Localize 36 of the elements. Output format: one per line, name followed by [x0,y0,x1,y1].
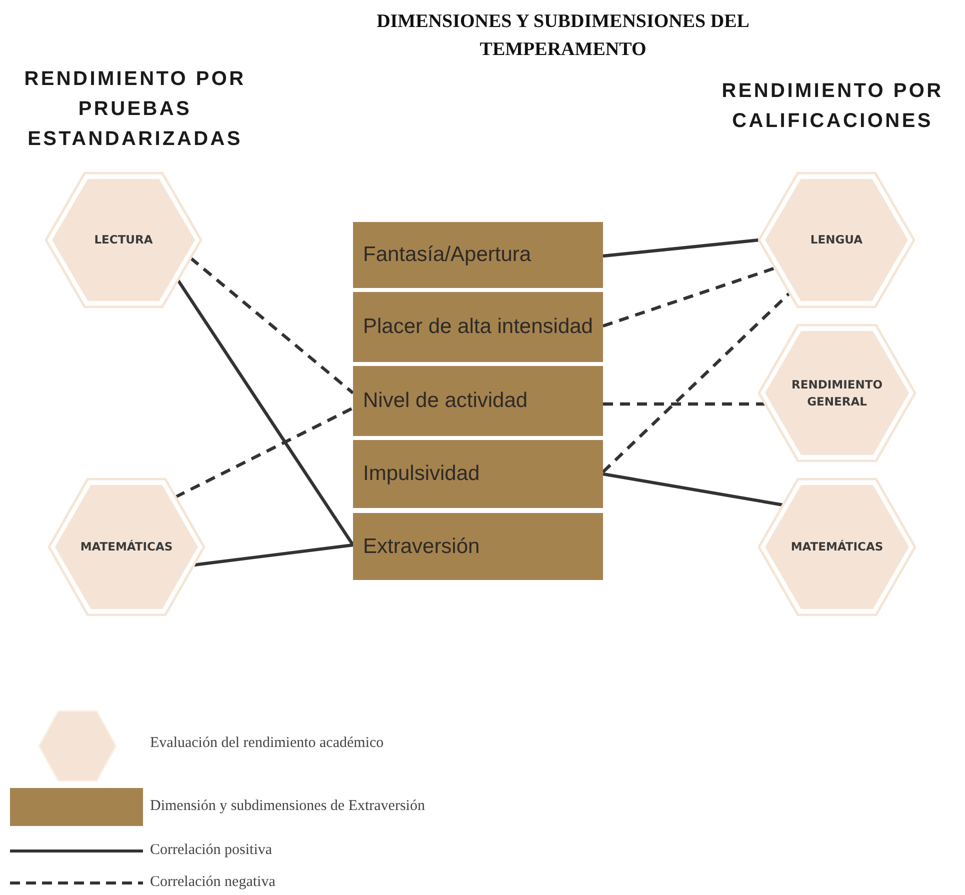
legend-label: Correlación negativa [150,874,276,891]
connector-line [174,406,354,498]
node-label: Fantasía/Apertura [363,242,532,268]
dimension-box [353,440,603,508]
connector-line [176,279,354,546]
hexagon-node [758,324,916,462]
hexagon-node [45,172,202,308]
column-heading: RENDIMIENTO POR CALIFICACIONES [720,79,944,134]
dimension-box [353,222,603,288]
connector-line [602,238,760,258]
node-label: Impulsividad [363,461,480,487]
node-label: Placer de alta intensidad [363,314,593,340]
connector-line [602,292,791,474]
connector-line [602,472,784,507]
legend-label: Correlación positiva [150,842,272,859]
node-label: Extraversión [363,534,480,560]
legend-label: Evaluación del rendimiento académico [150,735,384,752]
node-label: RENDIMIENTO GENERAL [790,376,884,410]
node-label: MATEMÁTICAS [79,538,174,556]
connector-line [603,402,766,406]
hexagon-node [758,172,915,308]
connector-line [602,266,776,328]
diagram-title: DIMENSIONES Y SUBDIMENSIONES DEL TEMPERAMENTO [376,10,750,62]
dimension-box [353,366,603,436]
dimension-box [353,513,603,580]
hexagon-node [758,478,916,616]
connector-line [194,543,354,567]
column-heading: RENDIMIENTO POR PRUEBAS ESTANDARIZADAS [23,67,247,152]
node-label: LECTURA [93,232,154,248]
node-label: MATEMÁTICAS [790,538,884,556]
legend-label: Dimensión y subdimensiones de Extraversión [150,798,425,815]
node-label: Nivel de actividad [363,388,528,414]
node-label: LENGUA [809,232,864,248]
connector-line [190,256,354,394]
dimension-box [353,292,603,362]
hexagon-node [48,478,205,616]
